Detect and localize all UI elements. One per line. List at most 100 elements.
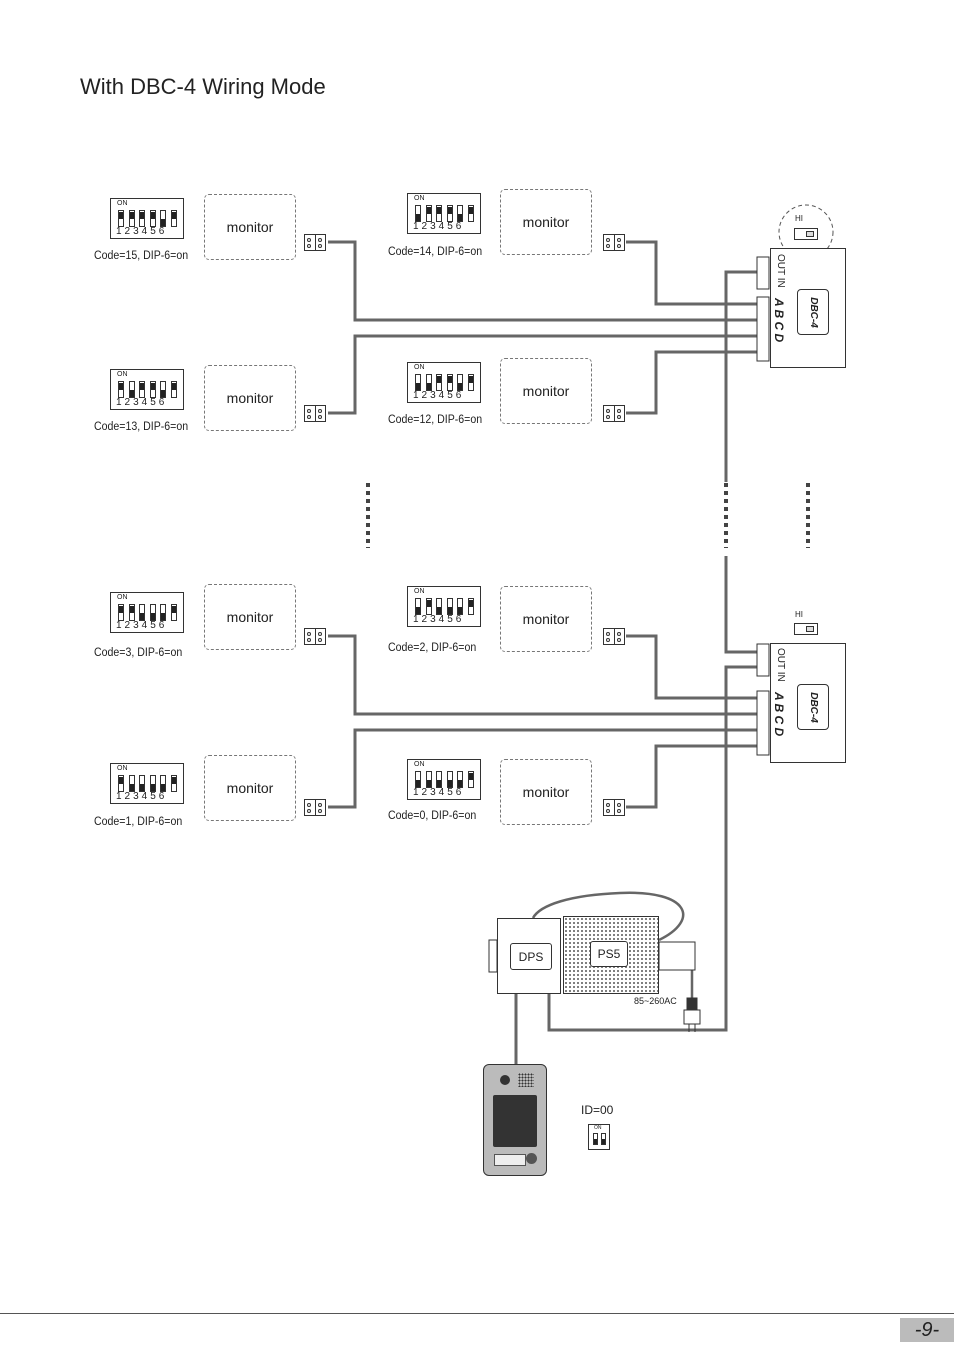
dip-toggle-knob xyxy=(161,784,165,791)
keypad-panel xyxy=(493,1095,537,1147)
dip-on-label: ON xyxy=(117,765,128,772)
screw-icon xyxy=(606,638,610,642)
dbc4-label-box: DBC-4 xyxy=(797,684,829,730)
dip-toggle xyxy=(467,771,474,788)
dip-switch: ON 123456 xyxy=(407,193,481,234)
screw-icon xyxy=(617,244,621,248)
dip-numbers: 123456 xyxy=(413,787,465,798)
dbc4-label: DBC-4 xyxy=(807,296,819,328)
dip-on-label: ON xyxy=(117,371,128,378)
dip-toggle-knob xyxy=(447,607,452,614)
dip-toggle xyxy=(415,374,421,391)
footer-divider xyxy=(0,1313,954,1314)
terminal-block xyxy=(603,234,625,251)
code-label: Code=14, DIP-6=on xyxy=(388,246,483,258)
terminal-block xyxy=(603,628,625,645)
terminal-block xyxy=(304,628,326,645)
screw-icon xyxy=(307,803,311,807)
dip-toggle-knob xyxy=(447,780,452,787)
dip-toggle-knob xyxy=(447,207,452,214)
dip-toggle-knob xyxy=(426,383,431,390)
dip-toggle-knob xyxy=(119,383,123,390)
dip-switch: ON 123456 xyxy=(407,362,481,403)
dip-toggle-knob xyxy=(426,207,431,214)
dip-toggle-knob xyxy=(161,613,165,620)
dip-toggle xyxy=(457,771,463,788)
code-label: Code=0, DIP-6=on xyxy=(388,810,477,822)
dps-label: DPS xyxy=(510,943,552,970)
monitor: monitor xyxy=(204,194,296,260)
monitor: monitor xyxy=(500,358,592,424)
code-label: Code=13, DIP-6=on xyxy=(94,421,189,433)
dip-toggle xyxy=(128,604,135,621)
camera-icon xyxy=(500,1075,510,1085)
dip-toggle xyxy=(415,771,421,788)
dbc4-ports-label: A B C D xyxy=(772,298,786,343)
dip-toggle-knob xyxy=(468,376,473,383)
screw-icon xyxy=(617,415,621,419)
dip-toggle xyxy=(436,771,442,788)
screw-icon xyxy=(617,638,621,642)
dip-toggle-knob xyxy=(119,777,123,784)
dip-toggle-knob xyxy=(150,212,155,219)
dip-toggle-knob xyxy=(140,383,144,390)
screw-icon xyxy=(606,809,610,813)
dip-toggle-knob xyxy=(140,212,144,219)
monitor: monitor xyxy=(204,584,296,650)
dbc4-out-in-label: OUT IN xyxy=(775,254,786,288)
dbc4-ports-label: A B C D xyxy=(772,692,786,737)
dip-switch: ON 123456 xyxy=(110,763,184,804)
dip-toggle-knob xyxy=(426,600,431,607)
dip-toggle xyxy=(118,381,124,398)
dip-toggle-knob xyxy=(140,784,144,791)
page-title: With DBC-4 Wiring Mode xyxy=(80,74,326,99)
monitor: monitor xyxy=(204,365,296,431)
terminal-block xyxy=(304,799,326,816)
screw-icon xyxy=(617,632,621,636)
screw-icon xyxy=(318,638,322,642)
dip-toggle xyxy=(436,205,442,222)
hi-label: HI xyxy=(795,610,803,619)
door-station xyxy=(483,1064,547,1176)
id-dip-switch: ON xyxy=(588,1124,610,1150)
id-dip-on-label: ON xyxy=(594,1125,602,1131)
screw-icon xyxy=(606,244,610,248)
dip-toggle-knob xyxy=(594,1139,597,1144)
screw-icon xyxy=(617,238,621,242)
dip-toggle xyxy=(170,381,177,398)
dip-toggle-knob xyxy=(129,606,134,613)
id-label: ID=00 xyxy=(581,1103,614,1117)
screw-icon xyxy=(318,244,322,248)
dip-switch: ON 123456 xyxy=(110,592,184,633)
dip-toggle-knob xyxy=(437,780,441,787)
dip-toggle xyxy=(415,205,421,222)
screw-icon xyxy=(307,415,311,419)
dip-toggle xyxy=(601,1133,606,1145)
dip-toggle xyxy=(170,210,177,227)
dip-switch: ON 123456 xyxy=(407,586,481,627)
dip-toggle xyxy=(425,205,432,222)
dip-toggle xyxy=(415,598,421,615)
dip-toggle xyxy=(139,381,145,398)
dip-toggle xyxy=(170,775,177,792)
screw-icon xyxy=(318,409,322,413)
dps-module: DPS xyxy=(497,918,561,994)
dbc4-label: DBC-4 xyxy=(807,691,819,723)
dip-on-label: ON xyxy=(414,761,425,768)
terminal-block xyxy=(304,405,326,422)
dip-toggle xyxy=(128,210,135,227)
dbc4-distributor: DBC-4 xyxy=(770,248,846,368)
dip-toggle-knob xyxy=(416,607,420,614)
dip-toggle-knob xyxy=(171,383,176,390)
ps5-label: PS5 xyxy=(590,941,628,967)
dip-on-label: ON xyxy=(414,195,425,202)
screw-icon xyxy=(617,803,621,807)
code-label: Code=2, DIP-6=on xyxy=(388,642,477,654)
dip-toggle xyxy=(160,381,166,398)
screw-icon xyxy=(606,803,610,807)
dip-toggle xyxy=(160,210,166,227)
code-label: Code=12, DIP-6=on xyxy=(388,414,483,426)
dip-numbers: 123456 xyxy=(116,397,168,408)
page-number: -9- xyxy=(900,1318,954,1342)
